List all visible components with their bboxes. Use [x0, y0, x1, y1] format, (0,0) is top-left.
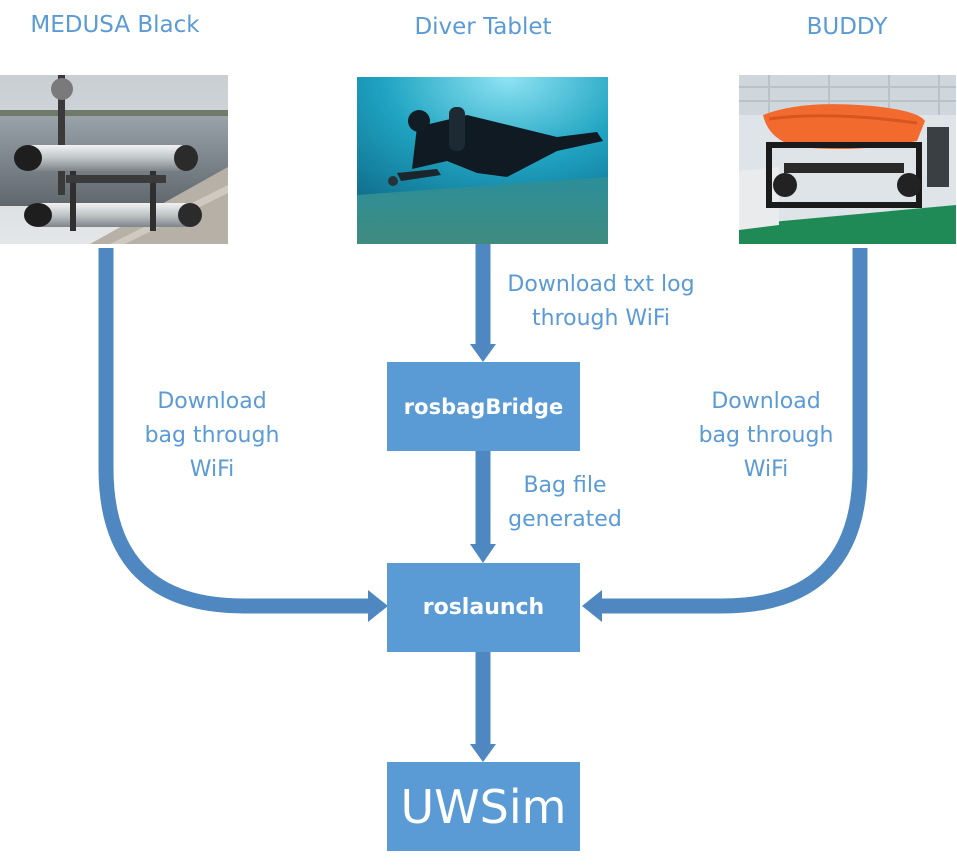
tablet-title: Diver Tablet	[414, 14, 552, 40]
uwsim-box: UWSim	[387, 762, 580, 851]
medusa-title: MEDUSA Black	[30, 12, 200, 38]
medusa-edge-label-line1: Download	[157, 389, 267, 414]
arrowhead-tablet	[470, 344, 496, 362]
buddy-edge-label-line3: WiFi	[743, 457, 789, 482]
buddy-edge-label-line1: Download	[711, 389, 821, 414]
tablet-edge-label-line2: through WiFi	[532, 306, 670, 331]
arrowhead-medusa	[368, 590, 388, 622]
uwsim-label: UWSim	[400, 779, 567, 834]
arrowhead-bridge	[470, 544, 496, 563]
bridge-edge-label-line1: Bag file	[523, 473, 607, 498]
tablet-edge-label-line1: Download txt log	[507, 272, 695, 297]
roslaunch-box: roslaunch	[387, 563, 580, 652]
bridge-edge-label: Bag file generated	[500, 469, 630, 537]
buddy-edge-label-line2: bag through	[698, 423, 834, 448]
medusa-photo	[0, 75, 228, 244]
buddy-edge-label: Download bag through WiFi	[686, 385, 846, 487]
bridge-edge-label-line2: generated	[508, 507, 622, 532]
rosbag-bridge-label: rosbagBridge	[403, 394, 564, 419]
medusa-edge-label-line3: WiFi	[189, 457, 235, 482]
roslaunch-label: roslaunch	[422, 595, 545, 620]
arrowhead-buddy	[582, 590, 602, 622]
medusa-edge-label: Download bag through WiFi	[132, 385, 292, 487]
medusa-edge-label-line2: bag through	[144, 423, 280, 448]
arrow-buddy-to-roslaunch	[600, 248, 868, 614]
tablet-edge-label: Download txt log through WiFi	[496, 268, 706, 336]
buddy-photo	[739, 75, 956, 244]
rosbag-bridge-box: rosbagBridge	[387, 362, 580, 451]
tablet-photo	[357, 77, 608, 244]
arrow-medusa-to-roslaunch	[98, 248, 370, 614]
arrowhead-roslaunch	[470, 744, 496, 762]
buddy-title: BUDDY	[806, 14, 888, 40]
